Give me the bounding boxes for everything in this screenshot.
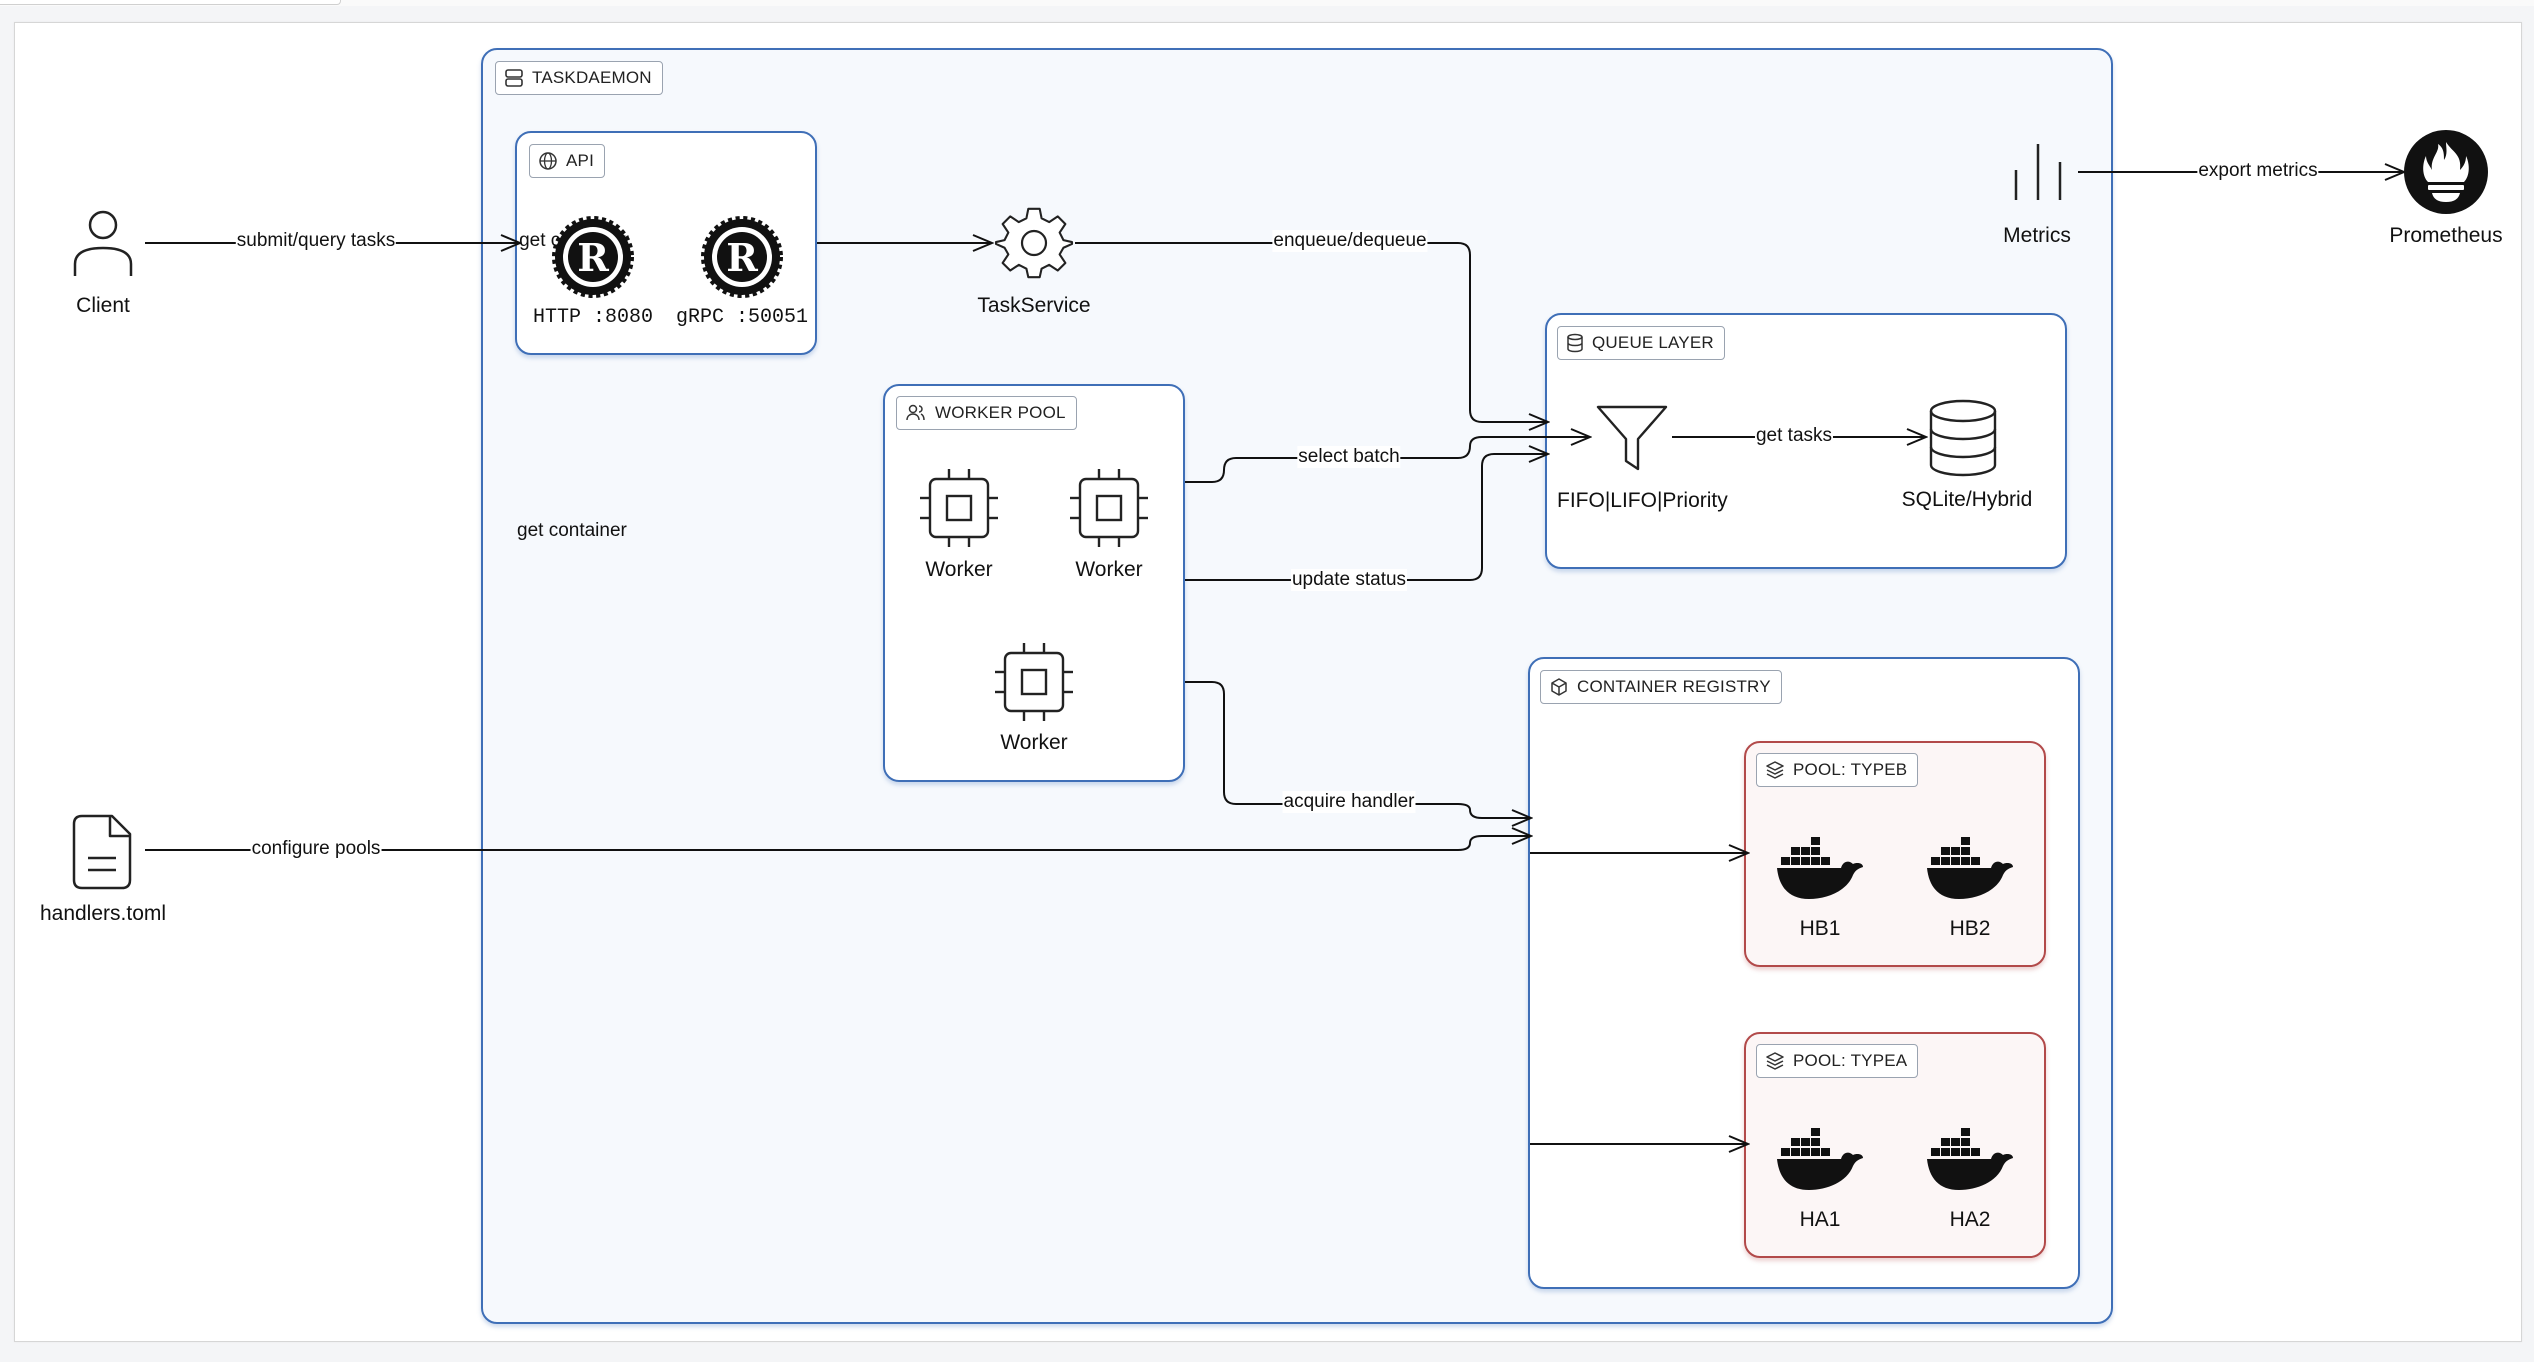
group-container-registry-label: CONTAINER REGISTRY [1577,677,1771,696]
node-hb2-label: HB2 [1949,917,1991,940]
group-container-registry-badge: CONTAINER REGISTRY [1540,670,1782,704]
database-icon[interactable] [1928,399,1998,477]
edge-label-update-status: update status [1290,569,1408,591]
svg-text:R: R [726,235,758,280]
group-taskdaemon-label: TASKDAEMON [532,68,652,87]
layers-icon [1766,761,1784,779]
cpu-icon[interactable] [993,641,1075,723]
group-pool-typea-badge: POOL: TYPEA [1756,1044,1919,1078]
user-icon[interactable] [72,208,134,278]
docker-icon[interactable] [1925,835,2015,901]
group-pool-typea-label: POOL: TYPEA [1793,1051,1908,1070]
node-storage-label: SQLite/Hybrid [1901,488,2033,511]
group-api-label: API [566,151,595,170]
group-pool-typeb-label: POOL: TYPEB [1793,760,1908,779]
group-queue-layer-badge: QUEUE LAYER [1557,326,1725,360]
node-worker-2-label: Worker [1075,558,1143,581]
top-bar [0,0,2534,6]
edge-acquire[interactable] [1185,681,1531,818]
edge-update-status[interactable] [1185,454,1548,581]
box-icon [1551,678,1567,696]
users-icon [906,404,925,421]
node-worker-3-label: Worker [1000,731,1068,754]
docker-icon[interactable] [1775,1126,1865,1192]
group-worker-pool[interactable] [883,384,1185,782]
node-ha2-label: HA2 [1949,1208,1991,1231]
group-api-badge: API [529,144,606,178]
globe-icon [539,152,557,170]
cpu-icon[interactable] [1068,467,1150,549]
node-handlers-label: handlers.toml [39,902,167,925]
group-taskdaemon-badge: TASKDAEMON [495,61,663,95]
node-metrics-label: Metrics [2003,224,2071,247]
edge-configure[interactable] [145,836,1531,851]
docker-icon[interactable] [1925,1126,2015,1192]
server-icon [505,69,523,87]
svg-text:R: R [577,235,609,280]
page-tab[interactable] [0,0,341,5]
node-taskservice-label: TaskService [977,294,1091,317]
prometheus-logo-icon[interactable] [2404,130,2488,214]
group-queue-layer-label: QUEUE LAYER [1592,333,1714,352]
group-worker-pool-label: WORKER POOL [935,403,1066,422]
node-ha1-label: HA1 [1799,1208,1841,1231]
node-worker-1-label: Worker [925,558,993,581]
edge-label-select-batch: select batch [1297,446,1401,468]
edge-label-submit: submit/query tasks [235,230,397,252]
rust-logo-icon[interactable]: R [700,215,784,299]
group-worker-pool-badge: WORKER POOL [896,396,1077,430]
edge-label-get-tasks: get tasks [1754,425,1834,447]
edge-label-enqueue: enqueue/dequeue [1272,230,1428,252]
node-queue-label: FIFO|LIFO|Priority [1557,489,1728,512]
docker-icon[interactable] [1775,835,1865,901]
database-icon [1567,333,1583,353]
node-prometheus-label: Prometheus [2389,224,2503,247]
edge-label-get-container: get container [517,520,627,541]
bar-chart-icon[interactable] [2010,140,2066,204]
node-hb1-label: HB1 [1799,917,1841,940]
group-pool-typeb-badge: POOL: TYPEB [1756,753,1919,787]
gear-icon[interactable] [994,203,1074,283]
node-http-label: HTTP :8080 [532,306,654,329]
edge-label-export: export metrics [2197,160,2319,182]
edge-label-acquire: acquire handler [1282,791,1416,813]
node-client-label: Client [76,294,130,317]
edge-label-configure: configure pools [250,838,382,860]
rust-logo-icon[interactable]: R [551,215,635,299]
file-icon[interactable] [72,814,132,890]
filter-icon[interactable] [1594,403,1670,473]
cpu-icon[interactable] [918,467,1000,549]
edge-enqueue[interactable] [1075,242,1548,422]
layers-icon [1766,1052,1784,1070]
node-grpc-label: gRPC :50051 [675,306,809,329]
